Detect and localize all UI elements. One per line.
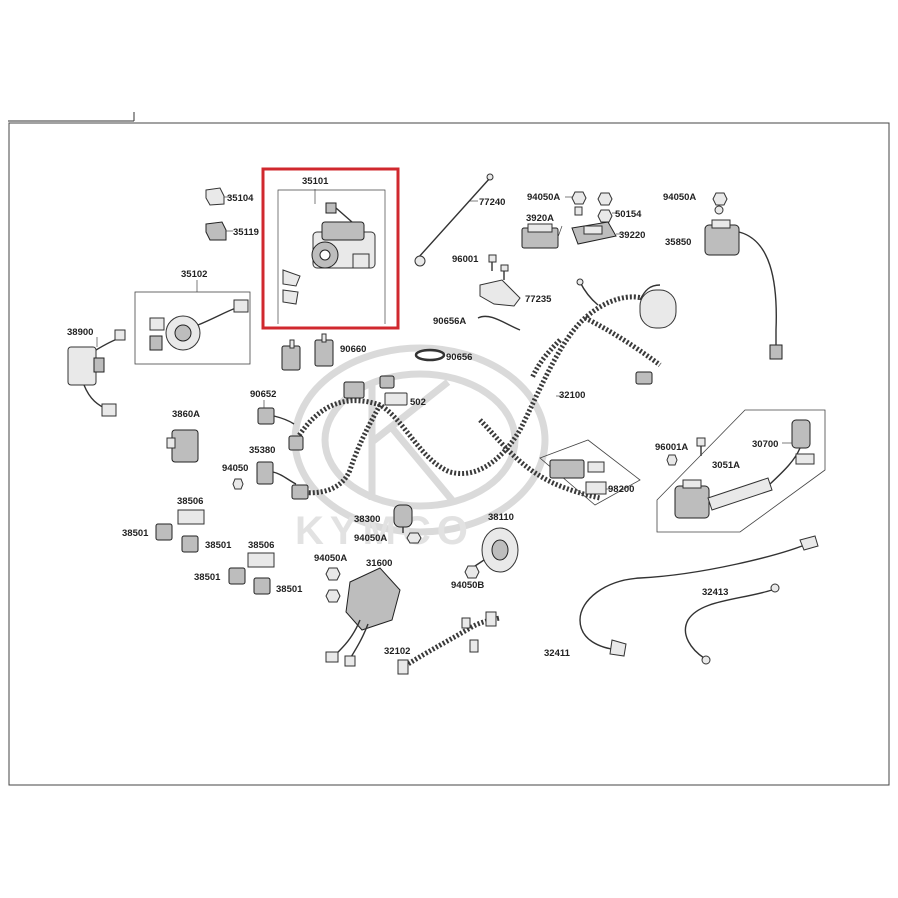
connector-35104-part	[205, 187, 231, 206]
label-96001[interactable]: 96001	[452, 254, 479, 265]
band-90656-part	[414, 348, 446, 362]
part-38300	[393, 504, 413, 533]
label-3920a[interactable]: 3920A	[526, 213, 554, 224]
label-32411[interactable]: 32411	[544, 648, 571, 659]
label-35101[interactable]: 35101	[302, 176, 329, 187]
harness-32102-part	[397, 611, 501, 675]
label-38110[interactable]: 38110	[488, 512, 514, 523]
label-39220[interactable]: 39220	[619, 230, 645, 241]
label-90660[interactable]: 90660	[340, 344, 366, 355]
unit-98200-part	[539, 439, 641, 506]
label-32102[interactable]: 32102	[384, 646, 410, 657]
label-90656a[interactable]: 90656A	[433, 316, 466, 327]
label-94050a-lower[interactable]: 94050A	[314, 553, 347, 564]
label-94050a-right[interactable]: 94050A	[663, 192, 696, 203]
part-90652	[257, 400, 295, 425]
label-38501-d[interactable]: 38501	[276, 584, 303, 595]
part-labels: 35101 35104 35119 35102 38900 77240 9405…	[67, 176, 778, 659]
svg-text:KYMCO: KYMCO	[295, 509, 474, 553]
relay-38501-group-part	[155, 523, 271, 595]
clamp-90660-part	[281, 333, 334, 371]
cable-32411-part	[579, 535, 819, 657]
label-31600[interactable]: 31600	[366, 558, 392, 569]
nut-94050a-right-part	[712, 192, 728, 206]
label-502[interactable]: 502	[410, 397, 426, 408]
switch-box-35102	[134, 280, 251, 365]
label-35850[interactable]: 35850	[665, 237, 691, 248]
relay-38506-top-part	[177, 509, 205, 525]
regulator-31600-part	[325, 567, 401, 667]
bolt-96001-part	[488, 254, 509, 280]
label-38501-c[interactable]: 38501	[194, 572, 221, 583]
unit-39220-part	[571, 221, 622, 245]
label-35119[interactable]: 35119	[233, 227, 259, 238]
label-35380[interactable]: 35380	[249, 445, 275, 456]
band-90656a-part	[477, 315, 521, 331]
label-38900[interactable]: 38900	[67, 327, 93, 338]
ignition-switch-part[interactable]	[277, 189, 386, 324]
label-32413[interactable]: 32413	[702, 587, 728, 598]
horn-38110-part	[464, 527, 519, 579]
nut-94050a-part	[565, 191, 587, 216]
part-35380	[256, 461, 297, 485]
unit-38900-part	[67, 329, 126, 417]
nut-94050-part	[232, 478, 244, 490]
label-38506-top[interactable]: 38506	[177, 496, 203, 507]
part-502	[384, 392, 408, 406]
label-38506-bottom[interactable]: 38506	[248, 540, 274, 551]
label-94050a-mid[interactable]: 94050A	[354, 533, 387, 544]
bolt-96001a-part	[666, 437, 706, 466]
label-94050b[interactable]: 94050B	[451, 580, 484, 591]
label-96001a[interactable]: 96001A	[655, 442, 688, 453]
nut-50154-part	[597, 192, 618, 223]
unit-3920a-part	[521, 223, 563, 249]
label-50154[interactable]: 50154	[615, 209, 642, 220]
nut-94050a-lower-part	[325, 567, 341, 603]
unit-3860a-part	[166, 429, 199, 463]
relay-38506-bottom-part	[247, 552, 275, 568]
label-90656[interactable]: 90656	[446, 352, 472, 363]
label-90652[interactable]: 90652	[250, 389, 276, 400]
connector-35119-part	[205, 221, 233, 241]
diagram-frame	[8, 122, 890, 786]
label-38300[interactable]: 38300	[354, 514, 380, 525]
label-77235[interactable]: 77235	[525, 294, 552, 305]
label-38501-b[interactable]: 38501	[205, 540, 232, 551]
label-3051a[interactable]: 3051A	[712, 460, 740, 471]
cable-77240-part	[414, 173, 494, 267]
header-tab	[8, 112, 135, 122]
bracket-77235-part	[479, 279, 521, 307]
highlight-box	[261, 167, 400, 330]
label-35102[interactable]: 35102	[181, 269, 207, 280]
coil-assembly-3051a-part	[656, 409, 826, 533]
label-35104[interactable]: 35104	[227, 193, 254, 204]
label-30700[interactable]: 30700	[752, 439, 778, 450]
cable-32413-part	[684, 583, 780, 665]
label-77240[interactable]: 77240	[479, 197, 505, 208]
label-32100[interactable]: 32100	[559, 390, 585, 401]
label-38501-a[interactable]: 38501	[122, 528, 149, 539]
relay-35850-part	[704, 205, 783, 360]
nut-94050a-mid-part	[406, 532, 422, 544]
label-3860a[interactable]: 3860A	[172, 409, 200, 420]
main-harness-32100-part	[288, 278, 677, 501]
label-94050[interactable]: 94050	[222, 463, 248, 474]
label-98200[interactable]: 98200	[608, 484, 634, 495]
label-94050a[interactable]: 94050A	[527, 192, 560, 203]
